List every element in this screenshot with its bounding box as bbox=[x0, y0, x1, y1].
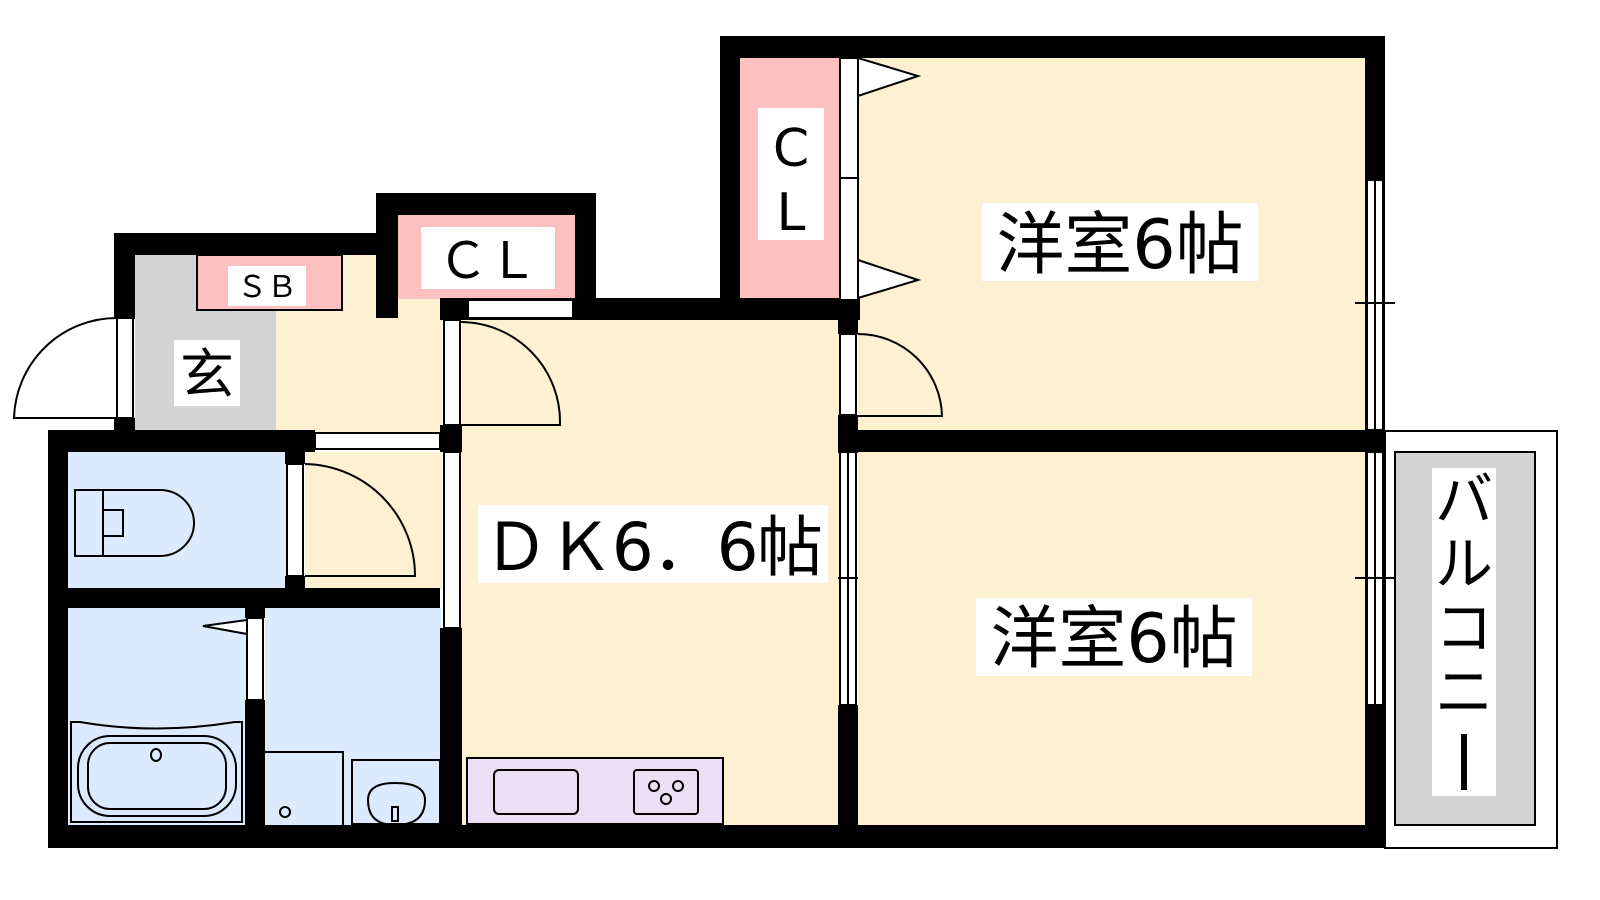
entrance-label: 玄 bbox=[180, 343, 234, 406]
labels: 洋室6帖 洋室6帖 ＤＫ6．6帖 C L ＣＬ ＳＢ 玄 バ ル コ ニ ー bbox=[174, 108, 1496, 796]
balcony-label: バ ル コ ニ bbox=[1435, 466, 1493, 790]
bath-floor bbox=[68, 608, 246, 826]
western-room-upper-label: 洋室6帖 bbox=[996, 206, 1243, 285]
balcony-char: コ bbox=[1435, 594, 1493, 662]
closet-large-label-l: L bbox=[777, 183, 806, 243]
hall-floor-2 bbox=[305, 452, 442, 590]
sink-icon bbox=[351, 759, 441, 827]
dk-door-swing bbox=[459, 321, 562, 426]
shoe-box-label: ＳＢ bbox=[237, 270, 297, 305]
closet-door-top bbox=[857, 56, 922, 98]
stove-icon bbox=[633, 769, 699, 815]
closet-large-label-c: C bbox=[773, 119, 809, 179]
balcony-char: ル bbox=[1435, 530, 1493, 598]
bath-door bbox=[202, 618, 248, 636]
balcony-char: ニ bbox=[1435, 658, 1493, 726]
kitchen-sink-icon bbox=[493, 769, 579, 815]
fixtures bbox=[70, 489, 724, 827]
toilet-floor bbox=[68, 452, 286, 589]
doors bbox=[12, 56, 944, 701]
dk-label: ＤＫ6．6帖 bbox=[483, 509, 823, 586]
western-room-lower-label: 洋室6帖 bbox=[990, 600, 1237, 679]
room-door-swing bbox=[857, 333, 944, 417]
washing-machine-icon bbox=[265, 751, 344, 825]
closet-door-bottom bbox=[857, 258, 922, 300]
closet-small-label: ＣＬ bbox=[438, 232, 538, 290]
windows bbox=[314, 57, 1395, 706]
bathtub-icon bbox=[70, 721, 243, 823]
toilet-door-swing bbox=[304, 463, 417, 577]
balcony-char: バ bbox=[1435, 466, 1493, 534]
toilet-icon bbox=[74, 489, 195, 557]
kitchen-counter bbox=[466, 757, 724, 825]
entrance-door-swing bbox=[12, 317, 118, 419]
